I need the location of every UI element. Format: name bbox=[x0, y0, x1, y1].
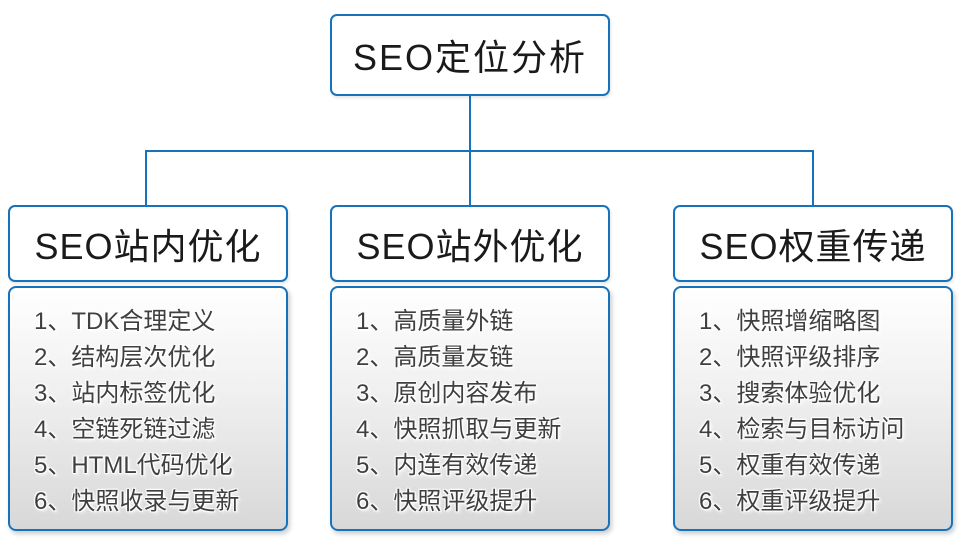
list-item: 6、快照评级提升 bbox=[356, 488, 538, 515]
branch-title: SEO站外优化 bbox=[356, 225, 584, 267]
branch-title: SEO站内优化 bbox=[34, 225, 262, 267]
branch-weight-transfer: SEO权重传递 1、快照增缩略图 2、快照评级排序 3、搜索体验优化 4、检索与目标访… bbox=[673, 205, 953, 531]
root-node-seo-positioning: SEO定位分析 bbox=[330, 14, 610, 96]
branch-header-offsite: SEO站外优化 bbox=[330, 205, 610, 282]
list-item: 2、结构层次优化 bbox=[34, 344, 216, 371]
branch-offsite-optimization: SEO站外优化 1、高质量外链 2、高质量友链 3、原创内容发布 4、快照抓取与更新 5… bbox=[330, 205, 610, 531]
connector-left-vertical bbox=[145, 150, 147, 206]
list-item: 3、站内标签优化 bbox=[34, 380, 216, 407]
branch-item-list-weight: 1、快照增缩略图 2、快照评级排序 3、搜索体验优化 4、检索与目标访问 5、权重有效传… bbox=[673, 286, 953, 531]
branch-item-list-offsite: 1、高质量外链 2、高质量友链 3、原创内容发布 4、快照抓取与更新 5、内连有效传递 6… bbox=[330, 286, 610, 531]
branch-header-onsite: SEO站内优化 bbox=[8, 205, 288, 282]
list-item: 5、HTML代码优化 bbox=[34, 452, 233, 479]
list-item: 3、搜索体验优化 bbox=[699, 380, 881, 407]
branch-onsite-optimization: SEO站内优化 1、TDK合理定义 2、结构层次优化 3、站内标签优化 4、空链死链过… bbox=[8, 205, 288, 531]
list-item: 1、TDK合理定义 bbox=[34, 308, 216, 335]
list-item: 4、检索与目标访问 bbox=[699, 416, 905, 443]
branch-title: SEO权重传递 bbox=[699, 225, 927, 267]
branch-header-weight: SEO权重传递 bbox=[673, 205, 953, 282]
list-item: 4、空链死链过滤 bbox=[34, 416, 216, 443]
list-item: 4、快照抓取与更新 bbox=[356, 416, 562, 443]
list-item: 1、高质量外链 bbox=[356, 308, 514, 335]
list-item: 6、权重评级提升 bbox=[699, 488, 881, 515]
connector-right-vertical bbox=[812, 150, 814, 206]
list-item: 5、权重有效传递 bbox=[699, 452, 881, 479]
list-item: 3、原创内容发布 bbox=[356, 380, 538, 407]
list-item: 1、快照增缩略图 bbox=[699, 308, 881, 335]
branch-item-list-onsite: 1、TDK合理定义 2、结构层次优化 3、站内标签优化 4、空链死链过滤 5、HTML代… bbox=[8, 286, 288, 531]
list-item: 2、高质量友链 bbox=[356, 344, 514, 371]
list-item: 2、快照评级排序 bbox=[699, 344, 881, 371]
list-item: 6、快照收录与更新 bbox=[34, 488, 240, 515]
list-item: 5、内连有效传递 bbox=[356, 452, 538, 479]
root-node-title: SEO定位分析 bbox=[352, 37, 588, 78]
connector-horizontal bbox=[145, 150, 814, 152]
